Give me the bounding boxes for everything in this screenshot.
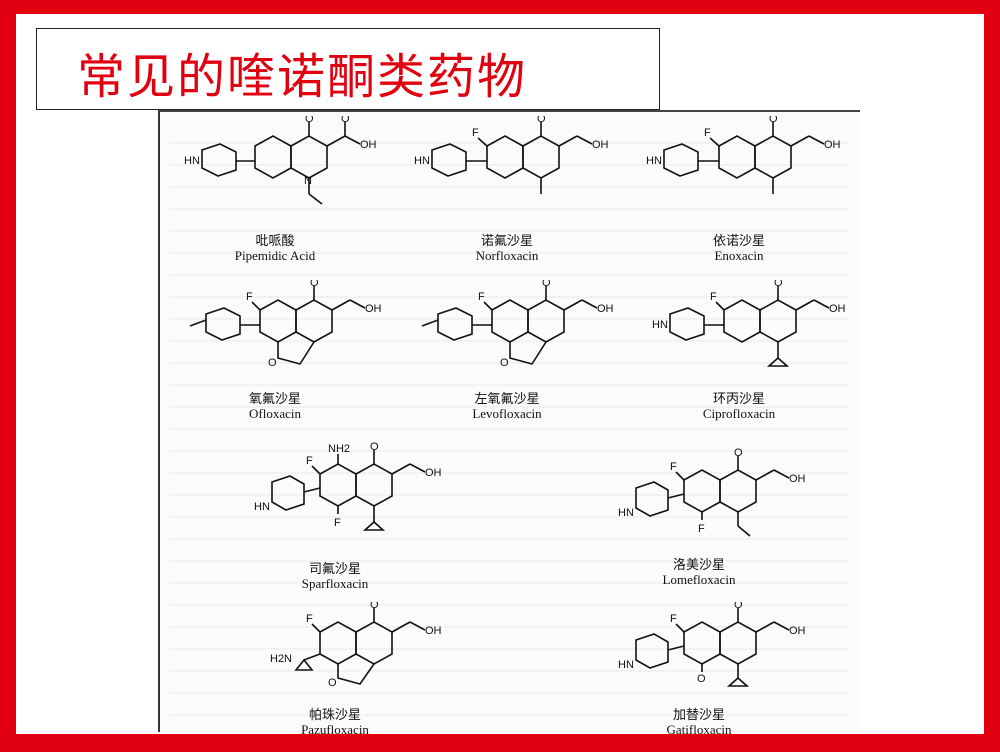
structure-norfloxacin: F O OH HN 诺氟沙星 Norfloxacin <box>392 116 622 266</box>
svg-text:O: O <box>500 357 509 369</box>
pazufloxacin-structure: F O OH H2N O <box>270 602 442 689</box>
svg-text:OH: OH <box>829 303 846 315</box>
svg-text:F: F <box>670 613 677 625</box>
svg-text:HN: HN <box>652 319 668 331</box>
structure-gatifloxacin: F O OH O HN 加替沙星 Gatifloxacin <box>584 602 814 752</box>
svg-text:O: O <box>769 116 778 125</box>
sparfloxacin-structure: NH2 F O OH F HN <box>254 441 442 531</box>
drug-en-name: Ofloxacin <box>249 406 301 421</box>
scanned-figure: O O OH HN N 吡哌酸 Pipemidic Acid F O <box>158 110 860 737</box>
title-box: 常见的喹诺酮类药物 <box>36 28 660 110</box>
structure-enoxacin: F O OH HN 依诺沙星 Enoxacin <box>624 116 854 266</box>
ciprofloxacin-structure: F O OH HN <box>652 280 846 367</box>
svg-text:F: F <box>246 291 253 303</box>
svg-text:OH: OH <box>365 303 382 315</box>
svg-text:OH: OH <box>789 625 806 637</box>
gatifloxacin-structure: F O OH O HN <box>618 602 806 687</box>
drug-en-name: Gatifloxacin <box>666 722 732 737</box>
svg-text:F: F <box>334 517 341 529</box>
drug-cn-name: 诺氟沙星 <box>480 234 533 249</box>
structure-ciprofloxacin: F O OH HN 环丙沙星 Ciprofloxacin <box>624 280 854 430</box>
svg-text:F: F <box>306 455 313 467</box>
ofloxacin-structure: F O OH O <box>189 280 382 369</box>
svg-text:N: N <box>304 175 312 187</box>
svg-text:O: O <box>542 280 551 289</box>
svg-text:F: F <box>704 127 711 139</box>
svg-text:HN: HN <box>618 659 634 671</box>
svg-text:F: F <box>478 291 485 303</box>
svg-text:OH: OH <box>592 139 609 151</box>
drug-cn-name: 氧氟沙星 <box>248 392 301 407</box>
pipemidic-acid-structure: O O OH HN N <box>184 116 377 205</box>
svg-text:F: F <box>698 523 705 535</box>
drug-cn-name: 帕珠沙星 <box>308 708 361 723</box>
svg-text:F: F <box>670 461 677 473</box>
norfloxacin-structure: F O OH HN <box>414 116 609 194</box>
drug-cn-name: 加替沙星 <box>672 708 725 723</box>
svg-text:O: O <box>305 116 314 125</box>
svg-text:O: O <box>697 673 706 685</box>
svg-text:O: O <box>734 447 743 459</box>
svg-text:O: O <box>774 280 783 289</box>
drug-cn-name: 吡哌酸 <box>255 234 295 249</box>
structure-pipemidic-acid: O O OH HN N 吡哌酸 Pipemidic Acid <box>160 116 390 266</box>
drug-cn-name: 洛美沙星 <box>672 558 725 573</box>
svg-text:OH: OH <box>824 139 841 151</box>
levofloxacin-structure: F O OH O <box>421 280 614 369</box>
svg-text:H2N: H2N <box>270 653 292 665</box>
drug-en-name: Ciprofloxacin <box>702 406 776 421</box>
svg-text:O: O <box>370 441 379 453</box>
svg-text:HN: HN <box>414 155 430 167</box>
structure-levofloxacin: F O OH O 左氧氟沙星 Levofloxacin <box>392 280 622 430</box>
svg-text:HN: HN <box>184 155 200 167</box>
drug-en-name: Pazufloxacin <box>301 722 369 737</box>
svg-text:F: F <box>710 291 717 303</box>
svg-text:O: O <box>537 116 546 125</box>
enoxacin-structure: F O OH HN <box>646 116 841 194</box>
svg-text:O: O <box>268 357 277 369</box>
svg-text:O: O <box>341 116 350 125</box>
svg-text:F: F <box>306 613 313 625</box>
svg-text:HN: HN <box>646 155 662 167</box>
drug-en-name: Enoxacin <box>714 248 764 263</box>
svg-text:O: O <box>734 602 743 611</box>
svg-text:OH: OH <box>789 473 806 485</box>
svg-text:O: O <box>370 602 379 611</box>
drug-en-name: Norfloxacin <box>475 248 539 263</box>
svg-text:OH: OH <box>597 303 614 315</box>
drug-en-name: Sparfloxacin <box>301 576 369 591</box>
svg-text:HN: HN <box>618 507 634 519</box>
svg-text:OH: OH <box>425 467 442 479</box>
slide: 常见的喹诺酮类药物 O O OH HN N 吡哌酸 <box>16 14 984 737</box>
structure-ofloxacin: F O OH O 氧氟沙星 Ofloxacin <box>160 280 390 430</box>
svg-text:O: O <box>310 280 319 289</box>
drug-en-name: Levofloxacin <box>472 406 542 421</box>
structure-lomefloxacin: F O OH F HN 洛美沙星 Lomefloxacin <box>584 446 814 596</box>
svg-text:NH2: NH2 <box>328 443 350 455</box>
slide-title: 常见的喹诺酮类药物 <box>77 49 528 105</box>
svg-text:F: F <box>472 127 479 139</box>
scan-texture <box>170 142 850 722</box>
svg-text:OH: OH <box>360 139 377 151</box>
svg-text:HN: HN <box>254 501 270 513</box>
drug-cn-name: 依诺沙星 <box>712 234 765 249</box>
svg-text:O: O <box>328 677 337 689</box>
svg-text:OH: OH <box>425 625 442 637</box>
drug-en-name: Lomefloxacin <box>662 572 736 587</box>
drug-cn-name: 左氧氟沙星 <box>474 392 540 407</box>
structure-sparfloxacin: NH2 F O OH F HN 司氟沙星 Sparfloxacin <box>220 440 450 591</box>
drug-cn-name: 司氟沙星 <box>308 562 361 577</box>
drug-en-name: Pipemidic Acid <box>234 248 316 263</box>
drug-cn-name: 环丙沙星 <box>712 392 765 407</box>
lomefloxacin-structure: F O OH F HN <box>618 447 806 537</box>
structure-pazufloxacin: F O OH H2N O 帕珠沙星 Pazufloxacin <box>220 602 450 752</box>
